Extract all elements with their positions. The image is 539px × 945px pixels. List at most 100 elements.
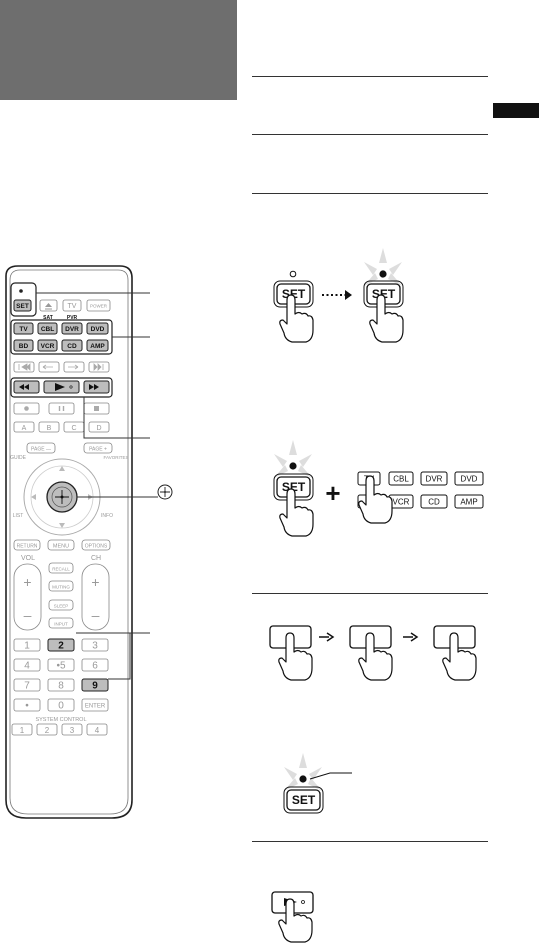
steps-illustrations: .btn { fill:#fff; stroke:#111; stroke-wi… <box>269 248 484 943</box>
volume-rocker[interactable] <box>13 563 42 631</box>
ch-minus-label: – <box>92 607 100 623</box>
divider <box>252 593 488 594</box>
arrow-right-icon <box>326 632 335 642</box>
grid-dvd-label: DVD <box>461 475 478 484</box>
pause-button[interactable] <box>48 402 75 415</box>
page-minus-button[interactable] <box>26 442 56 454</box>
device-vcr-label: VCR <box>41 343 55 350</box>
menu-button[interactable] <box>47 539 75 551</box>
pointing-hand-icon <box>369 294 404 343</box>
recall-button[interactable] <box>48 562 74 574</box>
eject-icon <box>45 303 52 310</box>
input-button[interactable] <box>48 617 74 629</box>
callout-lines <box>36 292 158 680</box>
info-label: INFO <box>101 513 113 519</box>
menu-label: MENU <box>53 544 69 550</box>
key-8-label: 8 <box>58 681 64 692</box>
remote-set-button[interactable] <box>13 299 32 312</box>
key-1[interactable] <box>13 638 41 652</box>
muting-button[interactable] <box>48 580 74 592</box>
system-key-4[interactable] <box>86 723 108 736</box>
divider <box>252 134 488 135</box>
b-button[interactable] <box>38 421 60 433</box>
divider <box>252 841 488 842</box>
device-cbl-button[interactable] <box>37 322 58 335</box>
section-header-box <box>0 0 237 100</box>
return-button[interactable] <box>13 539 41 551</box>
enter-center-symbol <box>157 484 173 500</box>
device-dvr-button[interactable] <box>61 322 83 335</box>
sleep-label: SLEEP <box>54 604 69 609</box>
key-3[interactable] <box>81 638 109 652</box>
options-button[interactable] <box>81 539 111 551</box>
device-amp-button[interactable] <box>86 339 109 352</box>
channel-rocker[interactable] <box>81 563 110 631</box>
pointing-hand-icon <box>278 898 313 943</box>
page-plus-button[interactable] <box>83 442 113 454</box>
blinking-led-icon <box>364 248 402 286</box>
page-minus-label: PAGE — <box>31 447 51 453</box>
guide-label: GUIDE <box>10 455 27 461</box>
pause-icon <box>58 406 65 411</box>
device-dvd-label: DVD <box>91 326 105 333</box>
device-cbl-label: CBL <box>41 326 54 333</box>
list-label: LIST <box>13 513 24 519</box>
system-key-1[interactable] <box>11 723 33 736</box>
key-4[interactable] <box>13 658 41 672</box>
key-dot[interactable] <box>13 698 41 712</box>
return-label: RETURN <box>17 544 38 550</box>
sat-label: SAT <box>43 315 53 321</box>
key-9-label: 9 <box>92 681 98 692</box>
device-tv-button[interactable] <box>13 322 34 335</box>
left-arrow-icon <box>31 494 36 500</box>
device-cd-button[interactable] <box>61 339 83 352</box>
key-5[interactable] <box>47 658 75 672</box>
next-icon <box>93 363 104 371</box>
system-key-3-label: 3 <box>70 726 75 735</box>
key-6-label: 6 <box>92 661 98 672</box>
step-set-label-4: SET <box>292 793 316 807</box>
ch-plus-label: + <box>91 574 99 590</box>
key-9[interactable] <box>81 678 109 692</box>
remote-control-illustration: .k { fill:#fff; stroke:#888; stroke-widt… <box>5 265 158 819</box>
key-0[interactable] <box>47 698 75 712</box>
device-vcr-button[interactable] <box>37 339 58 352</box>
key-5-label: •5 <box>56 661 66 672</box>
device-amp-label: AMP <box>90 343 105 350</box>
system-key-2-label: 2 <box>45 726 50 735</box>
led-off-icon <box>289 270 297 278</box>
page-plus-label: PAGE + <box>89 447 107 453</box>
system-key-2[interactable] <box>36 723 58 736</box>
vol-minus-label: – <box>24 607 32 623</box>
device-dvd-button[interactable] <box>86 322 109 335</box>
power-button[interactable] <box>86 299 111 312</box>
system-key-3[interactable] <box>61 723 83 736</box>
pointing-hand-icon <box>279 294 314 343</box>
tv-label: TV <box>68 303 77 310</box>
d-button[interactable] <box>88 421 110 433</box>
key-2[interactable] <box>47 638 75 652</box>
play-icon <box>55 383 65 391</box>
section-tab-marker <box>493 103 539 118</box>
replay-icon <box>42 364 53 370</box>
tv-power-button[interactable] <box>62 299 82 312</box>
enter-button[interactable] <box>81 698 109 712</box>
number-keypad: 1 2 3 4 •5 6 7 8 9 • 0 ENTER <box>13 638 109 712</box>
previous-icon <box>18 363 31 371</box>
navigation-pad <box>23 458 101 536</box>
c-label: C <box>71 425 76 432</box>
grid-amp-button <box>454 494 484 509</box>
key-dot-label: • <box>25 701 29 712</box>
device-bd-button[interactable] <box>13 339 34 352</box>
recall-label: RECALL <box>52 567 70 572</box>
step-set-button-4 <box>286 789 321 811</box>
up-arrow-icon <box>59 466 65 471</box>
rewind-icon <box>19 384 29 390</box>
pointing-hand-icon <box>278 632 313 681</box>
sleep-button[interactable] <box>48 599 74 611</box>
key-7[interactable] <box>13 678 41 692</box>
key-6[interactable] <box>81 658 109 672</box>
key-8[interactable] <box>47 678 75 692</box>
led-callout-line <box>309 772 352 780</box>
a-button[interactable] <box>13 421 35 433</box>
